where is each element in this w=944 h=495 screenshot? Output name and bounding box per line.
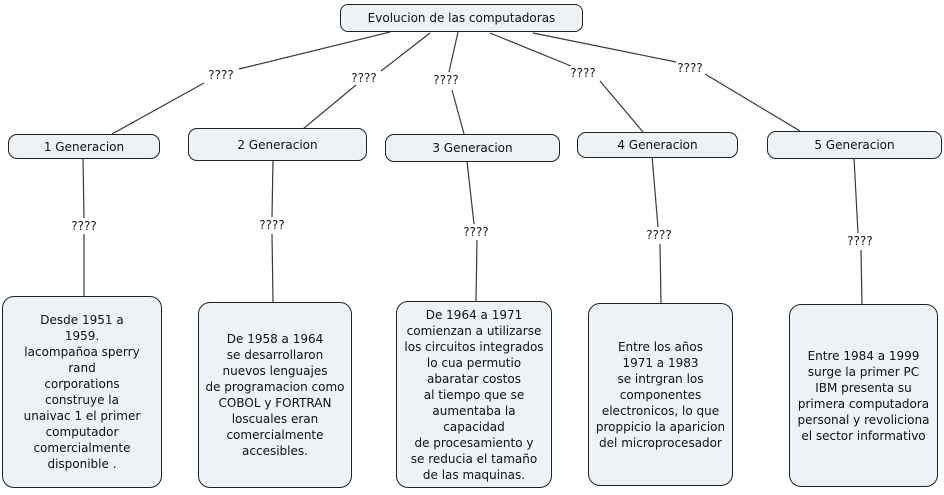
concept-node-description-5[interactable]: Entre 1984 a 1999 surge la primer PC IBM…: [789, 304, 938, 487]
connector-root-gen4: [599, 80, 644, 133]
concept-node-description-3[interactable]: De 1964 a 1971 comienzan a utilizarse lo…: [396, 301, 552, 488]
link-phrase-root-gen2[interactable]: ????: [351, 71, 377, 85]
connector-root-gen5: [532, 32, 677, 63]
connector-gen3-desc3: [475, 239, 478, 302]
link-phrase-root-gen1[interactable]: ????: [208, 68, 234, 82]
connector-root-gen3: [448, 31, 459, 73]
connector-gen3-desc3: [466, 160, 475, 225]
connector-gen1-desc1: [82, 157, 85, 219]
description-3-text: De 1964 a 1971 comienzan a utilizarse lo…: [404, 307, 544, 482]
description-5-text: Entre 1984 a 1999 surge la primer PC IBM…: [797, 348, 930, 443]
concept-node-generation-4[interactable]: 4 Generacion: [577, 132, 738, 158]
connector-gen5-desc5: [860, 249, 863, 305]
connector-gen4-desc4: [659, 243, 662, 304]
concept-node-generation-2[interactable]: 2 Generacion: [188, 128, 367, 161]
connector-gen4-desc4: [651, 155, 659, 228]
generation-5-label: 5 Generacion: [814, 138, 895, 152]
description-4-text: Entre los años 1971 a 1983 se intrgran l…: [595, 339, 726, 450]
link-phrase-gen3-desc[interactable]: ????: [463, 225, 489, 239]
connector-root-gen1: [238, 31, 391, 70]
connector-gen5-desc5: [853, 157, 859, 234]
root-label: Evolucion de las computadoras: [367, 11, 556, 25]
link-phrase-root-gen3[interactable]: ????: [433, 73, 459, 87]
concept-node-generation-3[interactable]: 3 Generacion: [385, 134, 560, 162]
connector-root-gen3: [451, 89, 465, 135]
concept-node-description-1[interactable]: Desde 1951 a 1959. lacompañoa sperry ran…: [2, 296, 162, 488]
link-phrase-gen2-desc[interactable]: ????: [259, 218, 285, 232]
generation-4-label: 4 Generacion: [617, 138, 698, 152]
concept-node-description-2[interactable]: De 1958 a 1964 se desarrollaron nuevos l…: [198, 302, 352, 488]
connector-root-gen2: [380, 32, 431, 72]
connector-gen2-desc2: [271, 233, 274, 303]
generation-2-label: 2 Generacion: [237, 137, 318, 152]
concept-node-generation-5[interactable]: 5 Generacion: [767, 131, 942, 159]
concept-node-description-4[interactable]: Entre los años 1971 a 1983 se intrgran l…: [588, 303, 733, 486]
link-phrase-gen4-desc[interactable]: ????: [646, 228, 672, 242]
concept-node-root[interactable]: Evolucion de las computadoras: [340, 4, 583, 32]
connector-root-gen1: [111, 82, 205, 135]
connector-gen2-desc2: [271, 159, 274, 218]
connector-root-gen2: [302, 84, 357, 130]
link-phrase-root-gen5[interactable]: ????: [677, 61, 703, 75]
generation-3-label: 3 Generacion: [432, 141, 513, 155]
description-1-text: Desde 1951 a 1959. lacompañoa sperry ran…: [23, 313, 141, 471]
link-phrase-root-gen4[interactable]: ????: [570, 66, 596, 80]
description-2-text: De 1958 a 1964 se desarrollaron nuevos l…: [205, 332, 345, 458]
connector-root-gen5: [704, 73, 801, 132]
concept-node-generation-1[interactable]: 1 Generacion: [8, 134, 160, 159]
generation-1-label: 1 Generacion: [43, 139, 125, 154]
connector-root-gen4: [489, 32, 572, 67]
link-phrase-gen5-desc[interactable]: ????: [847, 234, 873, 248]
link-phrase-gen1-desc[interactable]: ????: [71, 219, 97, 233]
